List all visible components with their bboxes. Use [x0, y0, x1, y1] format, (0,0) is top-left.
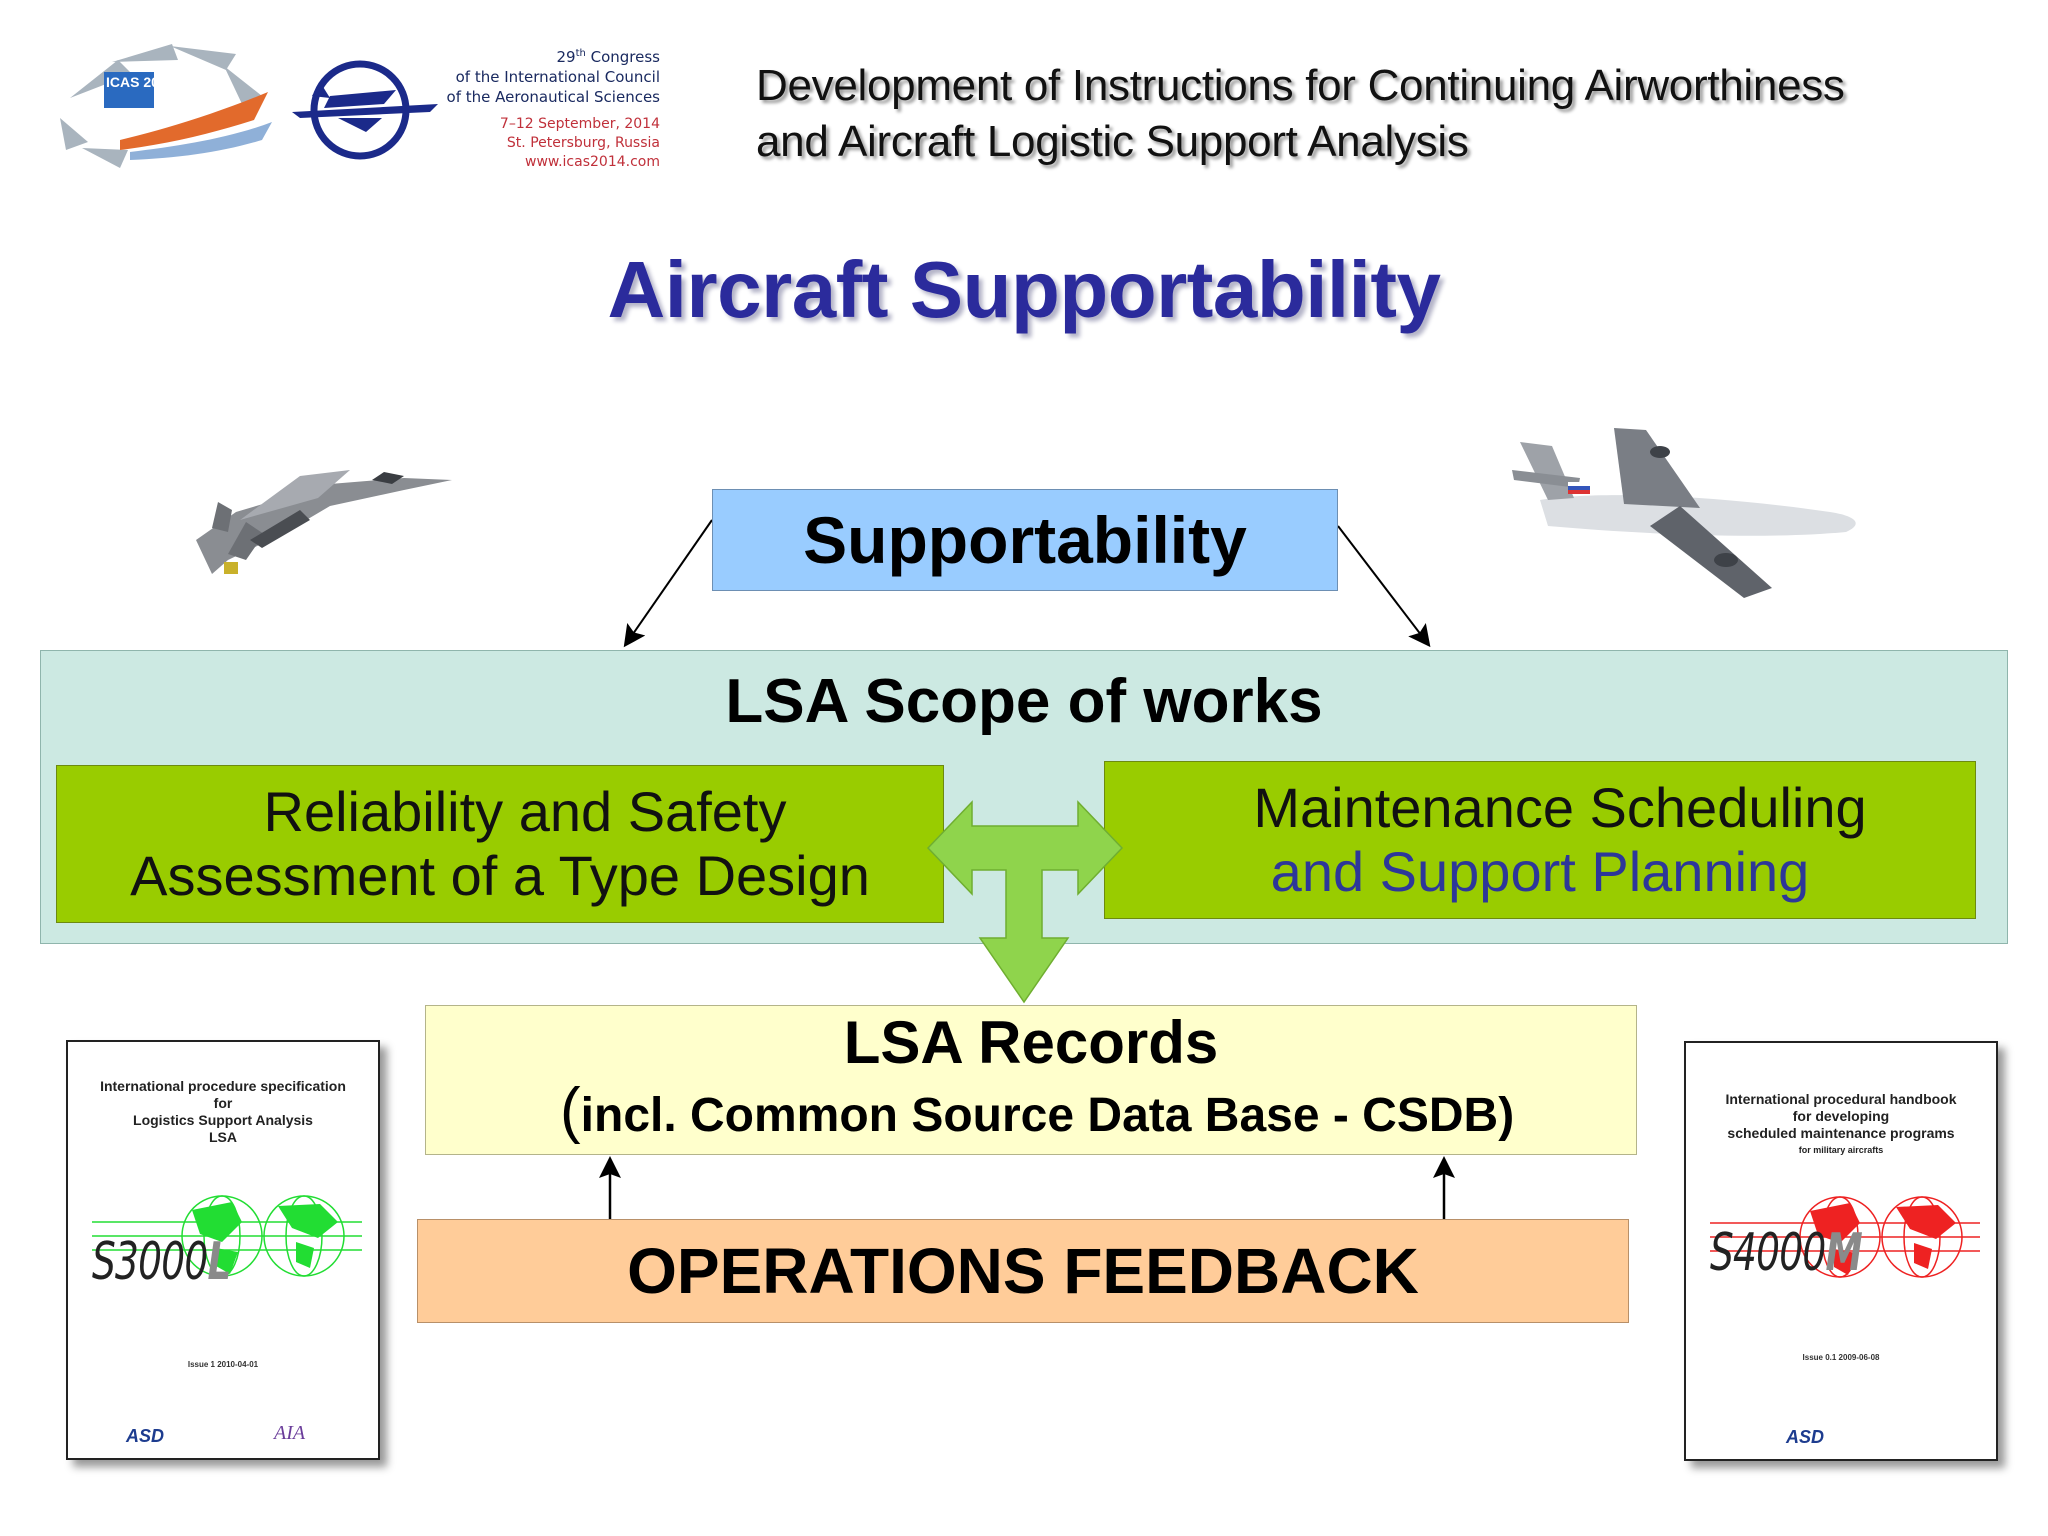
maintenance-text: Maintenance Scheduling and Support Plann…: [1104, 776, 1976, 904]
congress-line3: of the Aeronautical Sciences: [446, 88, 660, 106]
arrow-to-reliability: [623, 519, 713, 648]
doc-left-publisher: ASD: [126, 1426, 165, 1446]
reliability-line2: Assessment of a Type Design: [130, 844, 870, 907]
congress-dates: 7–12 September, 2014: [499, 116, 660, 132]
reliability-line1: Reliability and Safety: [263, 780, 787, 843]
records-paren: (: [560, 1076, 581, 1145]
doc-right-code: S4000: [1710, 1223, 1826, 1283]
doc-right-line1: International procedural handbook: [1725, 1091, 1957, 1107]
icas-logo: [60, 44, 272, 168]
doc-right-issue: Issue 0.1 2009-06-08: [1802, 1353, 1880, 1362]
doc-left-publisher2: AIA: [274, 1422, 306, 1444]
lsa-records-box: [425, 1005, 1637, 1155]
maintenance-line2: and Support Planning: [1270, 840, 1810, 903]
transport-aircraft-image: [1512, 428, 1856, 598]
doc-left-code-suffix: L: [207, 1232, 231, 1292]
s3000l-document-cover: International procedure specification fo…: [66, 1040, 380, 1460]
congress-number-suffix: th: [575, 48, 586, 59]
records-sub-text: incl. Common Source Data Base - CSDB): [580, 1089, 1515, 1142]
arrow-to-maintenance: [1337, 525, 1431, 648]
doc-right-publisher: ASD: [1786, 1427, 1825, 1447]
red-globe-icon: [1710, 1196, 1980, 1278]
lsa-records-title: LSA Records: [843, 1009, 1219, 1076]
congress-location: St. Petersburg, Russia: [506, 135, 660, 151]
doc-left-line3: Logistics Support Analysis: [133, 1112, 313, 1128]
doc-left-line2: for: [213, 1095, 233, 1111]
aircraft-company-logo: [292, 60, 438, 160]
header-title-line1: Development of Instructions for Continui…: [756, 61, 1845, 110]
icas-logo-text: ICAS 2014: [106, 74, 175, 90]
maintenance-line1: Maintenance Scheduling: [1253, 776, 1867, 839]
maintenance-box: [1104, 761, 1976, 919]
congress-number: 29: [556, 48, 576, 66]
congress-website: www.icas2014.com: [525, 154, 660, 170]
doc-right-line2: for developing: [1792, 1108, 1890, 1124]
lsa-scope-title: LSA Scope of works: [725, 667, 1323, 736]
reliability-box: [56, 765, 944, 923]
doc-left-line4: LSA: [209, 1129, 237, 1145]
green-globe-icon: [92, 1195, 362, 1277]
operations-feedback-box: OPERATIONS FEEDBACK: [417, 1219, 1629, 1323]
congress-info: 29th Congress of the International Counc…: [410, 44, 660, 172]
congress-label: Congress: [585, 48, 660, 66]
doc-left-code: S3000: [92, 1232, 208, 1292]
double-arrow-connector: [926, 800, 1124, 1004]
doc-left-issue: Issue 1 2010-04-01: [187, 1360, 259, 1369]
lsa-records-subtitle: (incl. Common Source Data Base - CSDB): [560, 1078, 1620, 1149]
doc-right-code-suffix: M: [1825, 1223, 1862, 1283]
doc-right-line3: scheduled maintenance programs: [1727, 1125, 1955, 1141]
page-title: Aircraft Supportability: [607, 245, 1441, 334]
congress-line2: of the International Council: [455, 68, 660, 86]
header-title: Development of Instructions for Continui…: [756, 58, 2006, 170]
doc-left-line1: International procedure specification: [100, 1078, 346, 1094]
doc-right-line4: for military aircrafts: [1798, 1145, 1884, 1155]
s4000m-document-cover: International procedural handbook for de…: [1684, 1041, 1998, 1461]
header-title-line2: and Aircraft Logistic Support Analysis: [756, 117, 1469, 166]
fighter-jet-image: [196, 470, 452, 574]
reliability-text: Reliability and Safety Assessment of a T…: [56, 780, 944, 908]
supportability-box: Supportability: [712, 489, 1338, 591]
